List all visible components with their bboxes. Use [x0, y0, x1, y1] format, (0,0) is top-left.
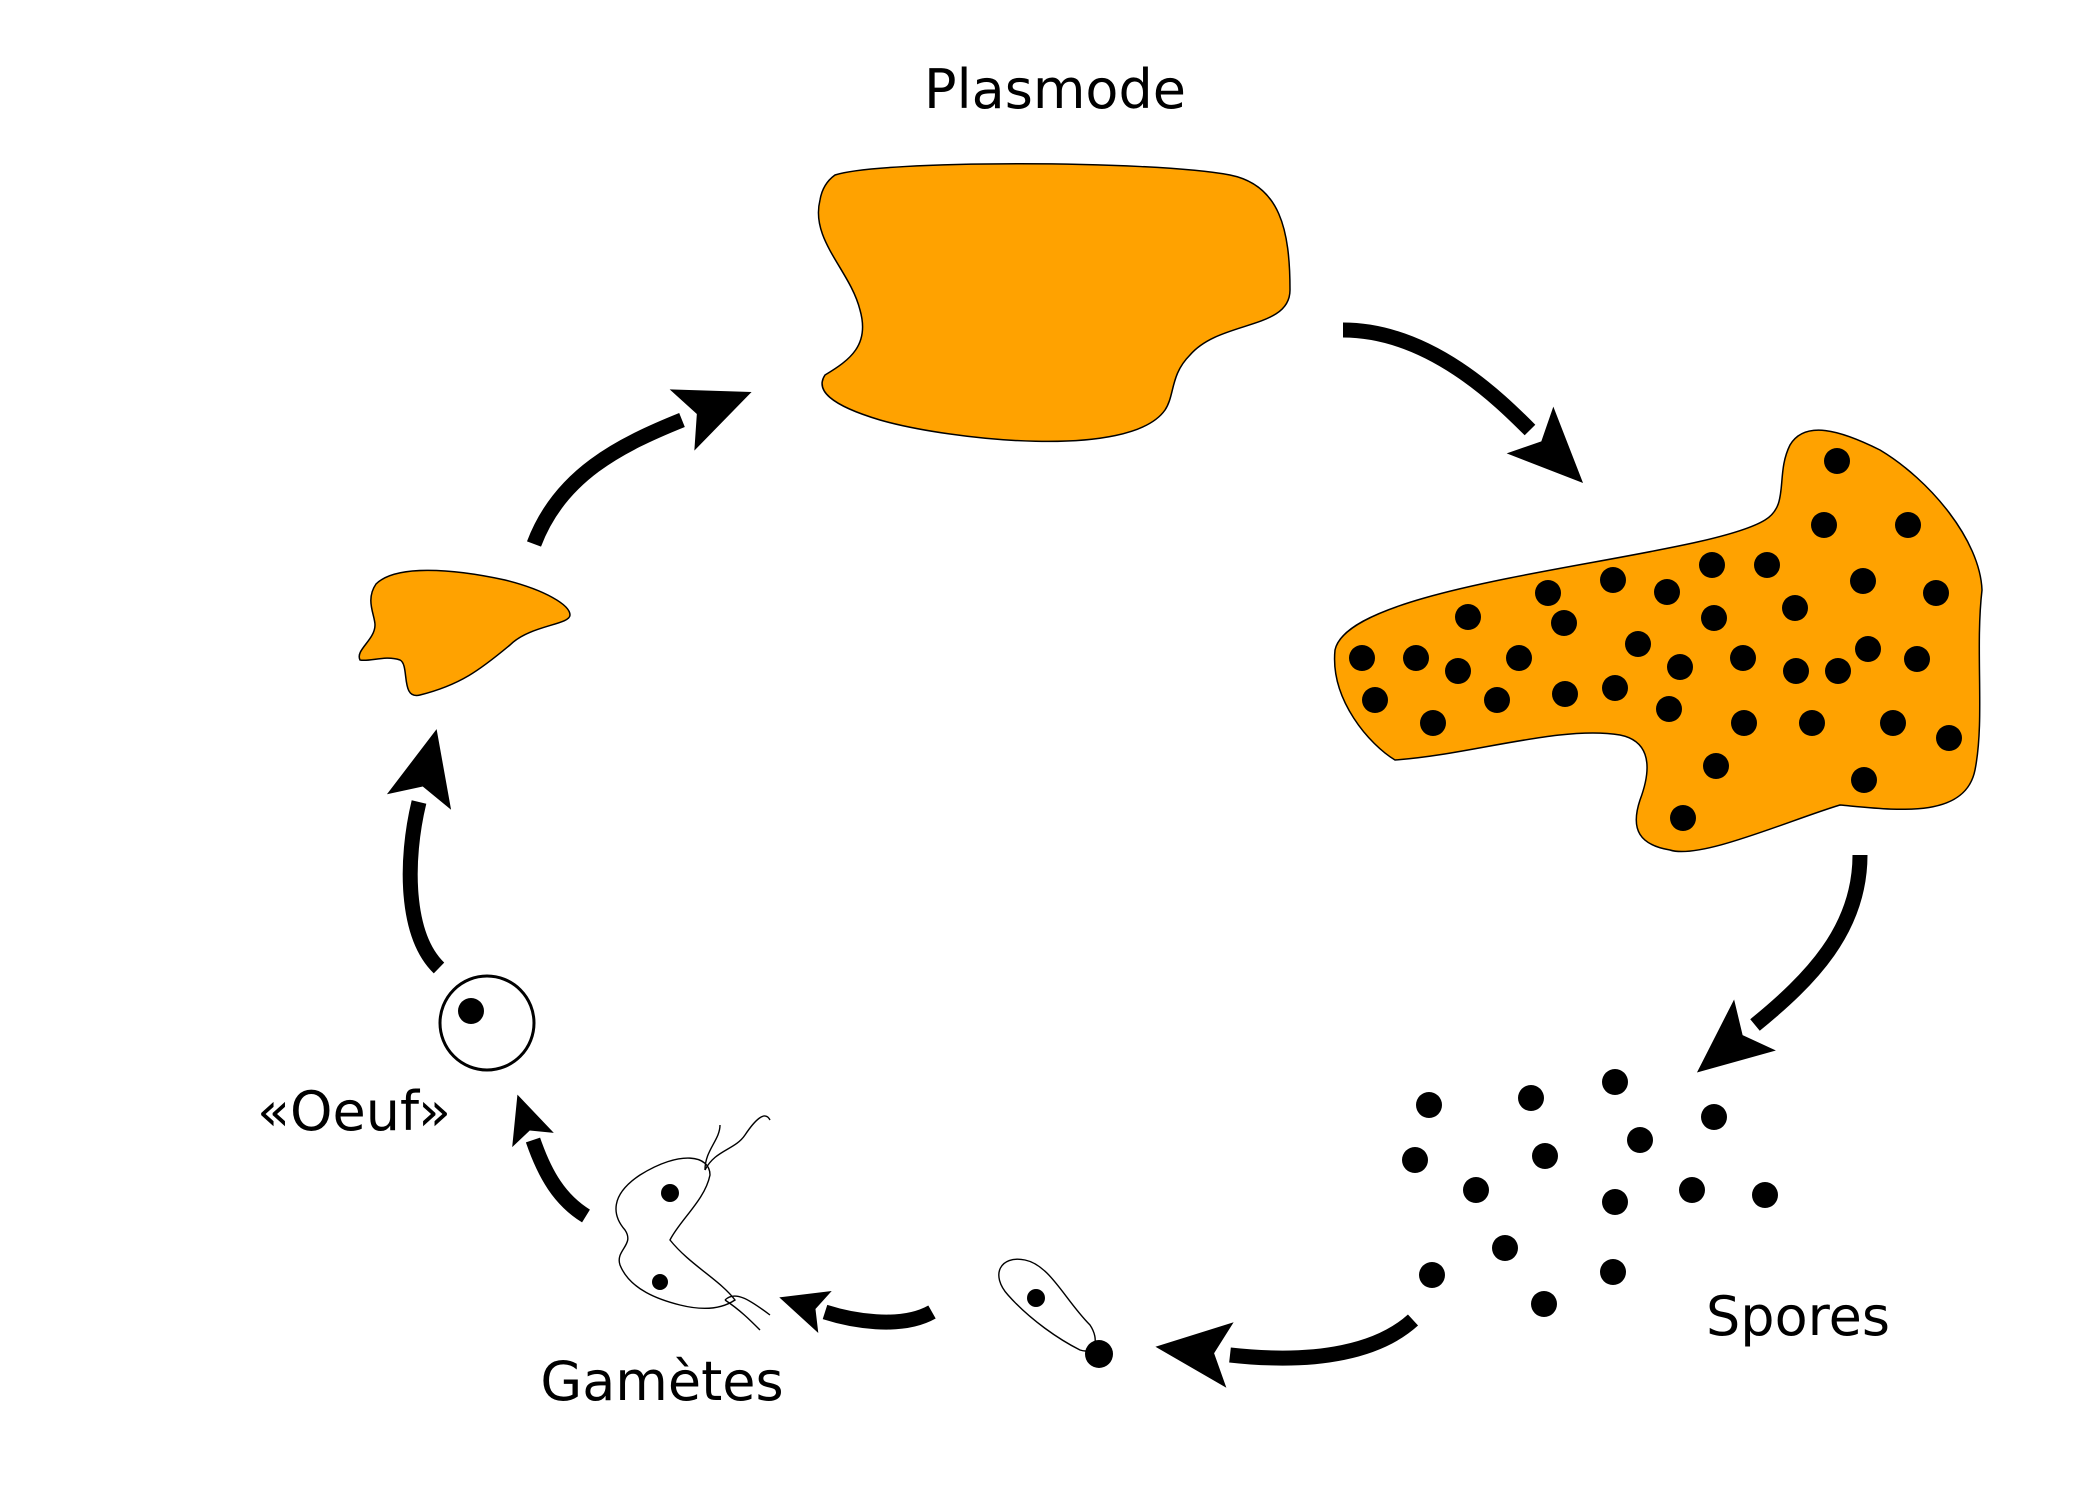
arrow-plasmode-to-fruiting [1342, 322, 1584, 484]
arrow-swarm-to-gametes [779, 1291, 936, 1333]
label-oeuf: «Oeuf» [257, 1080, 451, 1143]
released-spores [1402, 1069, 1778, 1317]
fruiting-body [1333, 429, 1983, 853]
label-plasmode: Plasmode [924, 58, 1186, 121]
gametes [615, 1115, 771, 1331]
arrow-gametes-to-oeuf [512, 1094, 591, 1223]
arrow-oeuf-to-young-plasmodium [386, 729, 452, 974]
plasmodium-blob [817, 163, 1291, 443]
arrow-spores-to-swarm-cell [1155, 1314, 1419, 1388]
fruiting-body-spores [1349, 448, 1962, 831]
label-gametes: Gamètes [540, 1350, 783, 1413]
young-plasmodium [358, 569, 571, 697]
arrow-young-to-plasmode [526, 389, 752, 547]
zygote [438, 974, 536, 1072]
label-spores: Spores [1706, 1285, 1890, 1348]
swarm-cell [998, 1258, 1113, 1368]
arrow-fruiting-to-spores [1696, 854, 1868, 1073]
